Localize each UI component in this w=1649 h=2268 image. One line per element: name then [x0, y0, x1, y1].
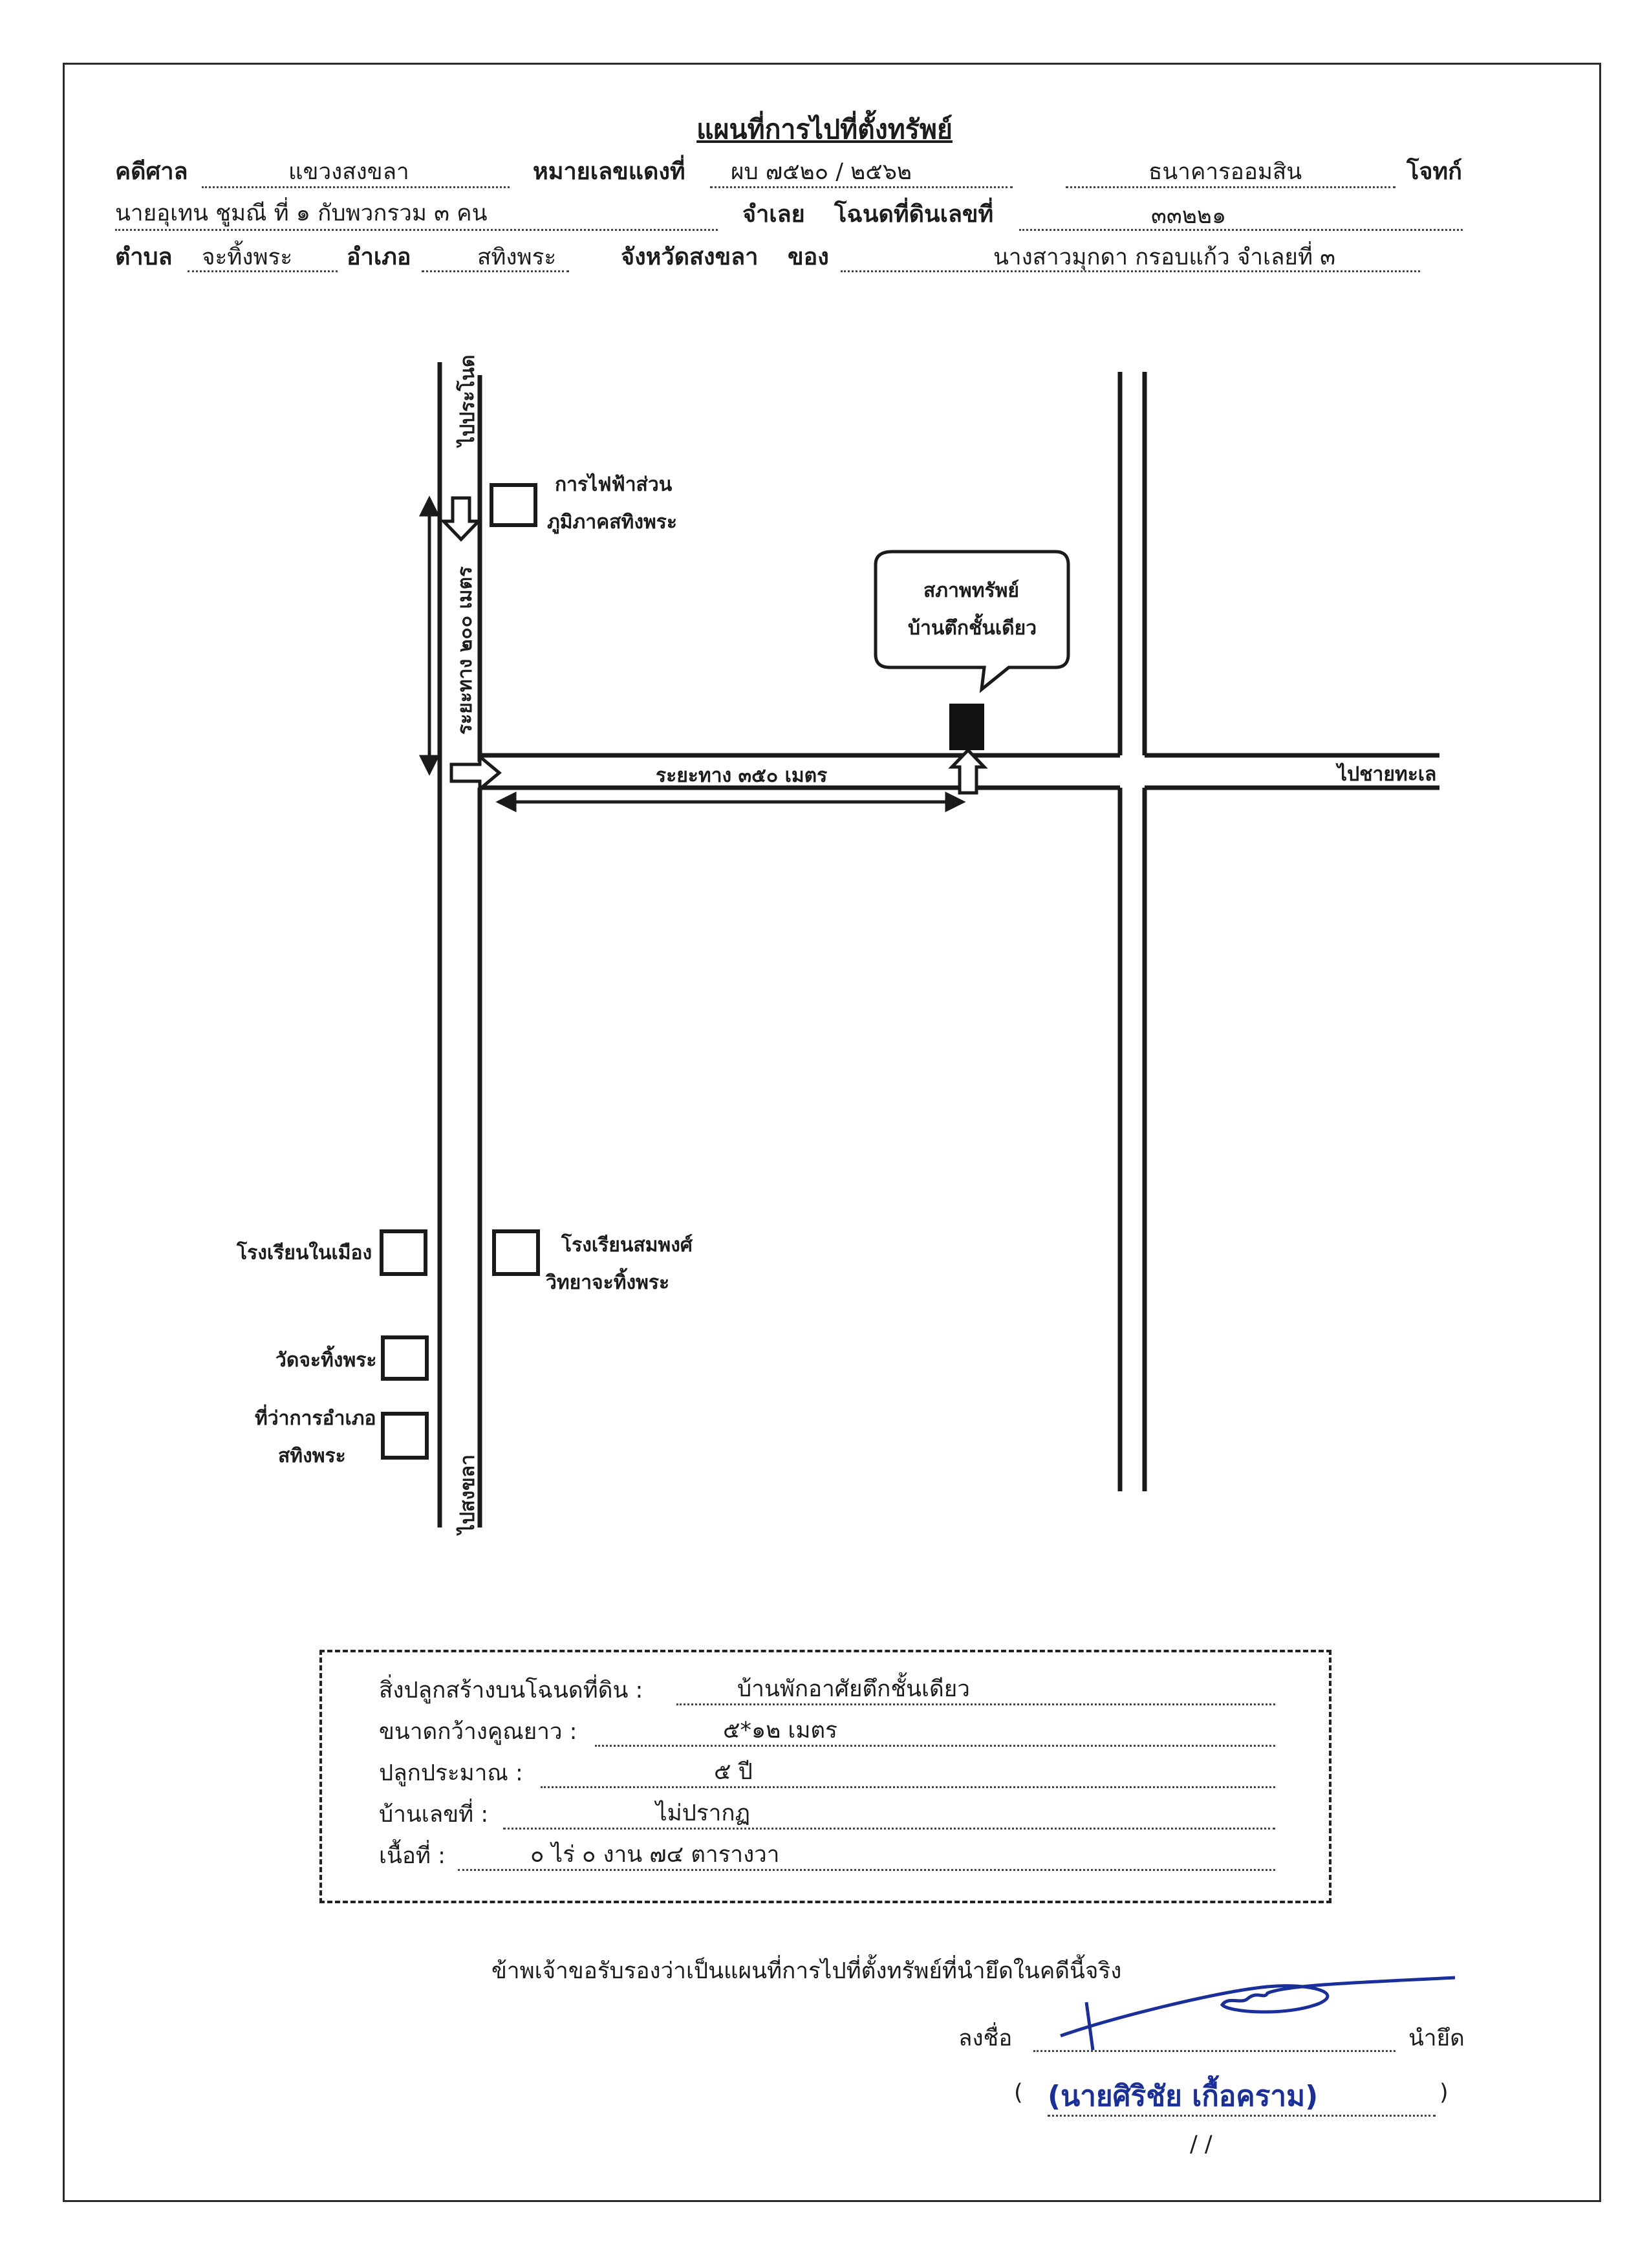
deed-value: ๓๓๒๒๑ — [1151, 203, 1227, 229]
school-sompong-label-line1: โรงเรียนสมพงศ์ — [561, 1234, 693, 1257]
age-dotted-line — [541, 1786, 1275, 1788]
signature-dotted-line — [1033, 2050, 1396, 2052]
right-direction-arrow — [449, 753, 502, 793]
temple-label: วัดจะทิ้งพระ — [275, 1349, 377, 1372]
red-case-value: ผบ ๗๕๒๐ / ๒๕๖๒ — [731, 159, 912, 185]
school-city-label: โรงเรียนในเมือง — [237, 1242, 372, 1264]
red-case-label: หมายเลขแดงที่ — [533, 158, 685, 185]
signature-scribble — [1060, 1976, 1456, 2038]
subdistrict-value: จะทิ้งพระ — [202, 244, 293, 270]
defendant-value: นายอุเทน ชูมณี ที่ ๑ กับพวกรวม ๓ คน — [115, 200, 488, 226]
document-title: แผนที่การไปที่ตั้งทรัพย์ — [696, 114, 953, 145]
defendant-label: จำเลย — [742, 201, 805, 228]
school-city-box — [380, 1229, 427, 1276]
certification-statement: ข้าพเจ้าขอรับรองว่าเป็นแผนที่การไปที่ตั้… — [491, 1958, 1122, 1984]
house-no-dotted-line — [503, 1828, 1275, 1830]
plaintiff-value: ธนาคารออมสิน — [1148, 159, 1302, 185]
deed-label: โฉนดที่ดินเลขที่ — [834, 201, 994, 228]
district-dotted-line — [422, 270, 569, 272]
callout-text-line2: บ้านตึกชั้นเดียว — [908, 617, 1037, 640]
callout-bubble — [874, 550, 1070, 693]
to-pranot-label: ไปประโนด — [457, 354, 479, 446]
area-dotted-line — [458, 1869, 1275, 1871]
owner-value: นางสาวมุกดา กรอบแก้ว จำเลยที่ ๓ — [993, 244, 1336, 270]
role-label: นำยึด — [1408, 2025, 1465, 2051]
subdistrict-dotted-line — [188, 270, 338, 272]
red-case-dotted-line — [710, 186, 1013, 188]
deed-dotted-line — [1019, 229, 1463, 231]
building-value: บ้านพักอาศัยตึกชั้นเดียว — [737, 1676, 970, 1702]
up-direction-arrow — [948, 748, 988, 795]
plaintiff-dotted-line — [1066, 186, 1396, 188]
size-value: ๕*๑๒ เมตร — [723, 1718, 837, 1744]
distance-200-label: ระยะทาง ๒๐๐ เมตร — [454, 566, 477, 735]
building-info-box — [319, 1650, 1331, 1903]
owner-dotted-line — [841, 270, 1420, 272]
distance-200-arrowhead-top — [418, 495, 440, 517]
district-label: อำเภอ — [347, 244, 411, 270]
signature-stroke — [1084, 2002, 1095, 2051]
district-value: สทิงพระ — [477, 244, 557, 270]
court-value: แขวงสงขลา — [288, 159, 409, 185]
school-sompong-label-line2: วิทยาจะทิ้งพระ — [546, 1271, 670, 1294]
name-dotted-line — [1048, 2115, 1436, 2117]
page-border — [63, 63, 1601, 2202]
court-label: คดีศาล — [115, 158, 188, 185]
pea-label-line1: การไฟฟ้าส่วน — [555, 473, 673, 496]
temple-box — [381, 1335, 429, 1381]
defendant-dotted-line — [115, 229, 718, 231]
property-marker — [949, 704, 984, 750]
subdistrict-label: ตำบล — [115, 244, 173, 270]
owner-label: ของ — [788, 244, 829, 270]
school-sompong-box — [492, 1229, 540, 1276]
distance-350-arrowhead-right — [945, 791, 966, 813]
area-value: ๐ ไร่ ๐ งาน ๗๔ ตารางวา — [530, 1842, 780, 1868]
open-paren: ( — [1014, 2080, 1023, 2106]
house-no-value: ไม่ปรากฏ — [656, 1800, 751, 1826]
area-label: เนื้อที่ : — [379, 1843, 446, 1869]
distance-200-arrowhead-bottom — [418, 755, 440, 776]
date-slashes: / / — [1190, 2132, 1212, 2157]
court-dotted-line — [202, 186, 510, 188]
distance-350-label: ระยะทาง ๓๕๐ เมตร — [656, 764, 828, 787]
district-office-label-line2: สทิงพระ — [278, 1445, 346, 1467]
pea-label-line2: ภูมิภาคสทิงพระ — [547, 511, 677, 534]
age-label: ปลูกประมาณ : — [379, 1760, 523, 1786]
building-label: สิ่งปลูกสร้างบนโฉนดที่ดิน : — [379, 1678, 643, 1703]
sign-label: ลงชื่อ — [958, 2025, 1013, 2051]
size-dotted-line — [595, 1745, 1275, 1747]
callout-text-line1: สภาพทรัพย์ — [923, 579, 1019, 602]
down-direction-arrow — [440, 496, 482, 542]
house-no-label: บ้านเลขที่ : — [379, 1802, 489, 1828]
pea-box — [490, 483, 537, 527]
district-office-box — [381, 1412, 429, 1460]
province-label: จังหวัดสงขลา — [621, 244, 759, 270]
plaintiff-label: โจทก์ — [1406, 158, 1462, 185]
age-value: ๕ ปี — [714, 1759, 753, 1785]
to-songkhla-label: ไปสงขลา — [457, 1454, 479, 1534]
distance-350-arrowhead-left — [495, 791, 517, 813]
close-paren: ) — [1439, 2080, 1449, 2106]
building-dotted-line — [676, 1703, 1275, 1705]
size-label: ขนาดกว้างคูณยาว : — [379, 1719, 577, 1745]
district-office-label-line1: ที่ว่าการอำเภอ — [255, 1407, 376, 1430]
signer-name: (นายศิริชัย เกื้อคราม) — [1048, 2080, 1319, 2113]
to-beach-label: ไปชายทะเล — [1337, 763, 1437, 786]
